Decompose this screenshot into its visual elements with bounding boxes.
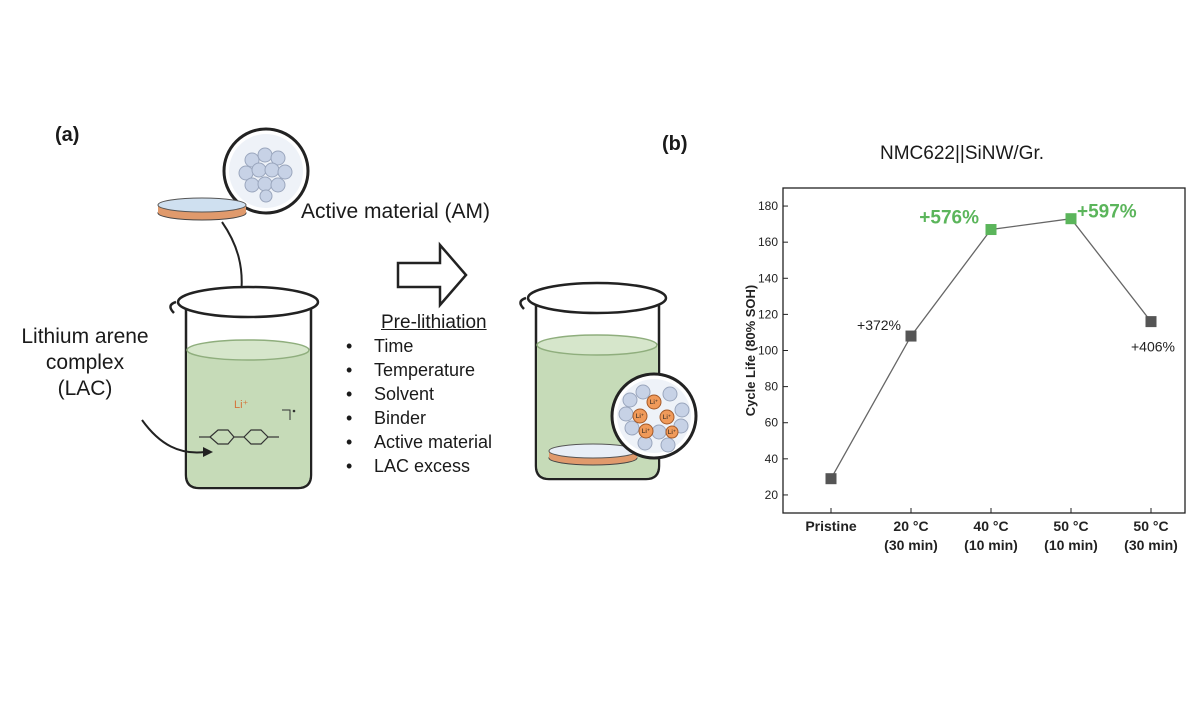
biphenyl-molecule [199,429,279,445]
parameter-item: Binder [344,406,492,430]
particle-li-label: Li⁺ [668,429,677,436]
x-tick-label: (10 min) [964,537,1018,553]
parameter-item: Temperature [344,358,492,382]
data-label: +406% [1131,339,1175,355]
lac-label-line: (LAC) [57,377,113,400]
data-label: +576% [919,208,979,229]
x-tick-label: 50 °C [1053,518,1088,534]
li-ion-label: Li⁺ [234,399,249,411]
beaker-1 [169,285,320,490]
lac-label: Lithium arene complex (LAC) [10,324,160,402]
particle-li-label: Li⁺ [650,399,659,406]
chart-title: NMC622||SiNW/Gr. [880,143,1045,164]
series-line [830,218,1152,480]
prelithiation-parameters: Time Temperature Solvent Binder Active m… [344,334,492,478]
data-label: +372% [857,317,901,333]
parameter-item: Active material [344,430,492,454]
data-point-marker [905,330,917,342]
prelithiation-title: Pre-lithiation [381,312,487,333]
active-material-label: Active material (AM) [301,200,491,223]
x-tick-label: (30 min) [884,537,938,553]
y-tick-label: 180 [758,199,778,213]
data-point-marker [825,473,837,485]
process-arrow [396,241,468,309]
am-zoom-circle [222,127,310,215]
x-tick-label: 50 °C [1133,518,1168,534]
electrode-disc [157,197,247,221]
y-tick-label: 100 [758,344,778,358]
panel-a-illustration: Li⁺ Li⁺ Li⁺ Li⁺ Li⁺ Li⁺ [141,127,698,490]
panel-a-label: (a) [55,124,80,146]
parameter-item: Time [344,334,492,358]
panel-b-label: (b) [662,133,688,155]
x-tick-label: (10 min) [1044,537,1098,553]
data-point-marker [1065,213,1077,225]
y-tick-label: 120 [758,307,778,321]
x-tick-label: 20 °C [893,518,928,534]
y-axis-label: Cycle Life (80% SOH) [743,285,758,417]
y-tick-label: 160 [758,235,778,249]
y-tick-label: 140 [758,271,778,285]
parameter-item: Solvent [344,382,492,406]
lac-label-line: complex [45,351,125,374]
y-tick-label: 60 [765,416,779,430]
particle-li-label: Li⁺ [642,428,651,435]
y-tick-label: 40 [765,452,779,466]
x-tick-label: (30 min) [1124,537,1178,553]
x-tick-label: Pristine [805,518,857,534]
data-label: +597% [1077,202,1137,223]
particle-li-label: Li⁺ [663,414,672,421]
particle-li-label: Li⁺ [636,413,645,420]
lac-label-line: Lithium arene [21,325,149,348]
y-tick-label: 80 [765,380,779,394]
arrow-from-lac [141,419,206,454]
data-point-marker [1145,316,1157,328]
x-tick-label: 40 °C [973,518,1008,534]
plot-frame [782,187,1186,514]
lithiated-zoom-circle: Li⁺ Li⁺ Li⁺ Li⁺ Li⁺ [610,372,698,460]
arrow-into-beaker [221,221,243,296]
parameter-item: LAC excess [344,454,492,478]
y-tick-label: 20 [765,488,779,502]
data-point-marker [985,224,997,236]
